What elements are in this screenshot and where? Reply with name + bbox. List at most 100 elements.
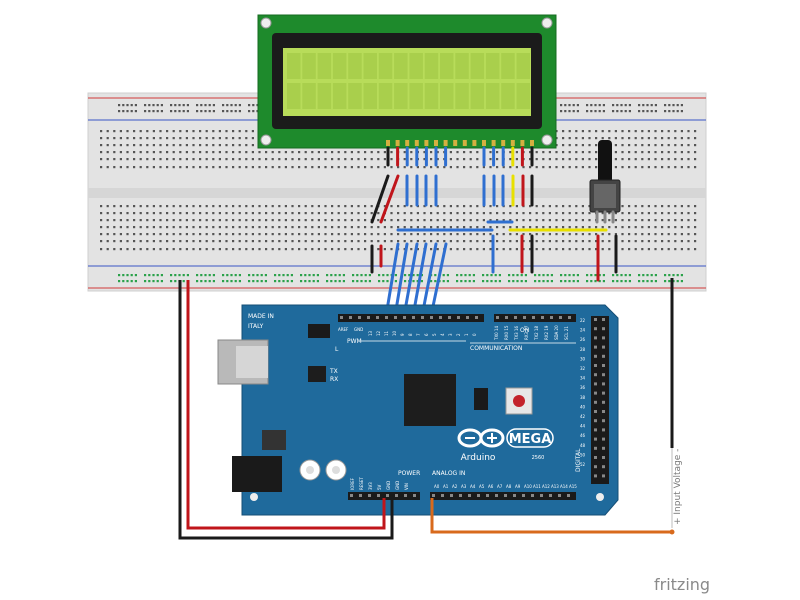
breadboard-hole bbox=[654, 130, 657, 133]
lcd-character-cell bbox=[348, 53, 362, 79]
breadboard-hole bbox=[304, 226, 307, 229]
breadboard-hole bbox=[661, 226, 664, 229]
breadboard-hole bbox=[350, 226, 353, 229]
header-pin bbox=[514, 316, 517, 319]
rail-hole bbox=[572, 110, 575, 113]
breadboard-hole bbox=[192, 240, 195, 243]
breadboard-hole bbox=[291, 151, 294, 154]
breadboard-hole bbox=[449, 151, 452, 154]
breadboard-hole bbox=[159, 137, 162, 140]
lcd-character-cell bbox=[302, 53, 316, 79]
lcd-pin bbox=[443, 140, 448, 146]
breadboard-hole bbox=[608, 240, 611, 243]
breadboard-hole bbox=[595, 166, 598, 169]
breadboard-hole bbox=[199, 151, 202, 154]
header-pin bbox=[550, 316, 553, 319]
breadboard-hole bbox=[324, 166, 327, 169]
breadboard-hole bbox=[377, 212, 380, 215]
breadboard-hole bbox=[133, 248, 136, 251]
breadboard-hole bbox=[106, 240, 109, 243]
lcd-pin bbox=[434, 140, 438, 146]
breadboard-hole bbox=[397, 166, 400, 169]
rail-hole bbox=[676, 280, 679, 283]
rail-hole bbox=[152, 274, 155, 277]
breadboard-hole bbox=[469, 205, 472, 208]
rail-hole bbox=[672, 110, 675, 113]
breadboard-hole bbox=[265, 248, 268, 251]
breadboard-hole bbox=[641, 219, 644, 222]
rail-hole bbox=[208, 104, 211, 107]
rail-hole bbox=[404, 274, 407, 277]
breadboard-hole bbox=[159, 226, 162, 229]
rail-hole bbox=[186, 110, 189, 113]
rail-hole bbox=[508, 274, 511, 277]
breadboard-hole bbox=[192, 158, 195, 161]
breadboard-hole bbox=[370, 166, 373, 169]
breadboard-hole bbox=[667, 226, 670, 229]
rail-hole bbox=[654, 274, 657, 277]
rail-hole bbox=[160, 110, 163, 113]
rail-hole bbox=[256, 274, 259, 277]
digital-header-pin-label: 28 bbox=[580, 347, 586, 352]
breadboard-hole bbox=[601, 130, 604, 133]
breadboard-hole bbox=[436, 212, 439, 215]
breadboard-hole bbox=[238, 166, 241, 169]
analog-pin-label: A3 bbox=[461, 484, 467, 489]
header-pin bbox=[349, 316, 352, 319]
breadboard-hole bbox=[324, 240, 327, 243]
rail-hole bbox=[182, 280, 185, 283]
breadboard-hole bbox=[304, 166, 307, 169]
header-pin bbox=[450, 494, 453, 497]
breadboard-hole bbox=[185, 233, 188, 236]
rail-hole bbox=[338, 274, 341, 277]
rail-hole bbox=[624, 274, 627, 277]
breadboard-hole bbox=[133, 151, 136, 154]
breadboard-hole bbox=[568, 205, 571, 208]
potentiometer-face bbox=[594, 184, 616, 208]
breadboard-hole bbox=[205, 219, 208, 222]
lcd-character-cell bbox=[501, 53, 515, 79]
header-pin bbox=[594, 446, 597, 450]
breadboard-hole bbox=[152, 233, 155, 236]
breadboard-hole bbox=[159, 166, 162, 169]
reset-button-cap[interactable] bbox=[513, 395, 525, 407]
breadboard-hole bbox=[284, 226, 287, 229]
breadboard-hole bbox=[575, 130, 578, 133]
breadboard-hole bbox=[647, 219, 650, 222]
breadboard-hole bbox=[562, 226, 565, 229]
breadboard-hole bbox=[344, 212, 347, 215]
breadboard-hole bbox=[146, 158, 149, 161]
breadboard-hole bbox=[179, 219, 182, 222]
breadboard-hole bbox=[179, 226, 182, 229]
breadboard-hole bbox=[133, 212, 136, 215]
breadboard-hole bbox=[542, 212, 545, 215]
breadboard-hole bbox=[126, 158, 129, 161]
header-pin bbox=[602, 373, 605, 377]
breadboard-hole bbox=[271, 158, 274, 161]
rail-hole bbox=[446, 280, 449, 283]
rail-hole bbox=[144, 280, 147, 283]
rail-hole bbox=[612, 274, 615, 277]
breadboard-hole bbox=[364, 212, 367, 215]
header-pin bbox=[386, 494, 389, 497]
breadboard-hole bbox=[126, 205, 129, 208]
breadboard-hole bbox=[654, 151, 657, 154]
breadboard-hole bbox=[298, 151, 301, 154]
breadboard-hole bbox=[119, 212, 122, 215]
breadboard-hole bbox=[410, 226, 413, 229]
breadboard-hole bbox=[218, 240, 221, 243]
breadboard-hole bbox=[449, 226, 452, 229]
breadboard-hole bbox=[291, 219, 294, 222]
breadboard-hole bbox=[152, 166, 155, 169]
breadboard-hole bbox=[588, 226, 591, 229]
breadboard-hole bbox=[641, 226, 644, 229]
breadboard-hole bbox=[350, 219, 353, 222]
breadboard-hole bbox=[529, 233, 532, 236]
breadboard-hole bbox=[661, 151, 664, 154]
input-voltage-label: + Input Voltage - bbox=[673, 449, 683, 525]
lcd-character-cell bbox=[394, 83, 408, 109]
breadboard-hole bbox=[456, 240, 459, 243]
breadboard-hole bbox=[562, 144, 565, 147]
breadboard-hole bbox=[166, 226, 169, 229]
breadboard-hole bbox=[588, 130, 591, 133]
